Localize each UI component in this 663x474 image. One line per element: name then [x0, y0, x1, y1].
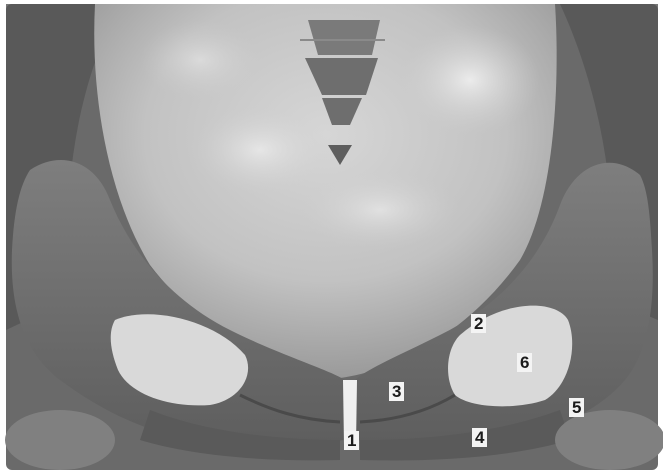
label-1: 1 — [344, 431, 359, 450]
label-6: 6 — [517, 353, 532, 372]
label-3: 3 — [389, 382, 404, 401]
label-4: 4 — [472, 428, 487, 447]
label-2: 2 — [471, 314, 486, 333]
label-5: 5 — [569, 398, 584, 417]
